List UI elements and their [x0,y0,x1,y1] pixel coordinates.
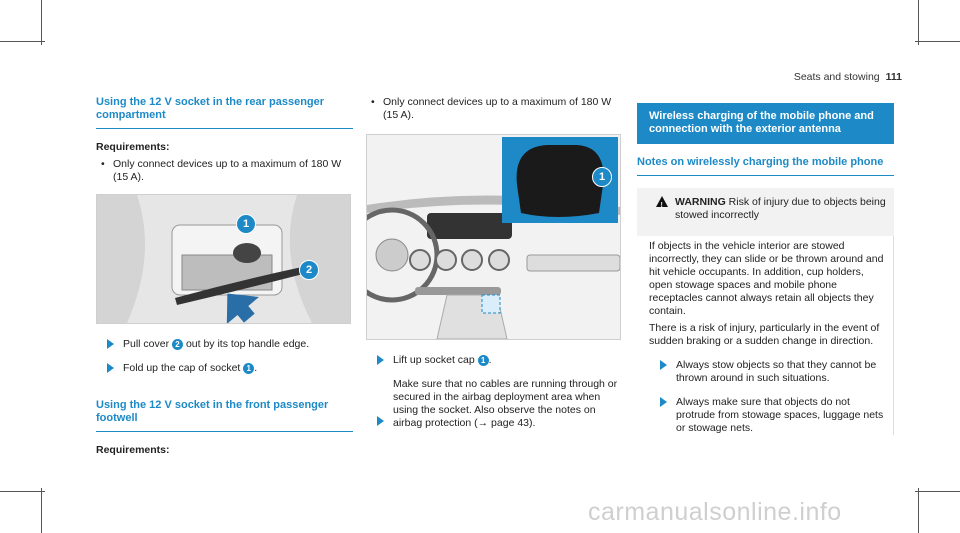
figure-label-2: 2 [299,260,319,280]
chapter-title-box: Wireless charging of the mobile phone an… [637,103,894,144]
arrow-icon [377,355,384,365]
number-badge: 1 [243,362,255,374]
crop-mark [915,491,960,492]
arrow-icon [660,360,667,370]
number-badge: 2 [172,338,184,350]
rear-socket-figure: 1 2 [96,194,351,324]
requirements-label: Requirements: [96,444,170,456]
crop-mark [41,488,42,533]
watermark: carmanualsonline.info [588,498,842,526]
column-left: Using the 12 V socket in the rear passen… [96,96,353,461]
front-socket-figure: 1 [366,134,621,340]
warning-paragraph: If objects in the vehicle interior are s… [649,240,884,317]
crop-mark [915,41,960,42]
warning-text: Risk of injury due to objects being stow… [675,196,886,221]
figure-label-1: 1 [592,167,612,187]
arrow-icon [377,416,384,426]
step-item: Always stow objects so that they cannot … [649,359,885,385]
crop-mark [0,491,45,492]
warning-header: ! WARNING Risk of injury due to objects … [649,196,886,222]
section-heading: Using the 12 V socket in the front passe… [96,399,353,432]
arrow-icon [660,397,667,407]
column-right: Wireless charging of the mobile phone an… [637,103,894,446]
crop-mark [918,488,919,533]
warning-triangle-icon: ! [656,196,668,209]
warning-box: ! WARNING Risk of injury due to objects … [637,188,894,236]
crop-mark [0,41,45,42]
warning-paragraph: There is a risk of injury, particularly … [649,322,880,347]
requirements-label: Requirements: [96,141,170,153]
step-item: Fold up the cap of socket 1. [96,362,353,375]
crop-mark [918,0,919,45]
step-item: Make sure that no cables are running thr… [393,378,618,429]
number-badge: 1 [477,354,489,366]
section-title: Seats and stowing [793,71,880,83]
arrow-icon [107,363,114,373]
section-heading: Using the 12 V socket in the rear passen… [96,96,353,129]
requirement-item: Only connect devices up to a maximum of … [366,96,623,122]
crop-mark [41,0,42,45]
step-item: Always make sure that objects do not pro… [649,396,885,435]
warning-label: WARNING [675,196,726,208]
page-number: 111 [885,71,902,83]
step-item: Pull cover 2 out by its top handle edge. [96,338,353,351]
arrow-icon [107,339,114,349]
requirement-item: Only connect devices up to a maximum of … [96,158,353,184]
column-middle: Only connect devices up to a maximum of … [366,96,623,441]
step-item: Lift up socket cap 1. [366,354,623,367]
section-heading: Notes on wirelessly charging the mobile … [637,156,894,176]
warning-body: If objects in the vehicle interior are s… [637,236,894,435]
page-header: Seats and stowing 111 [794,71,902,83]
figure-label-1: 1 [236,214,256,234]
